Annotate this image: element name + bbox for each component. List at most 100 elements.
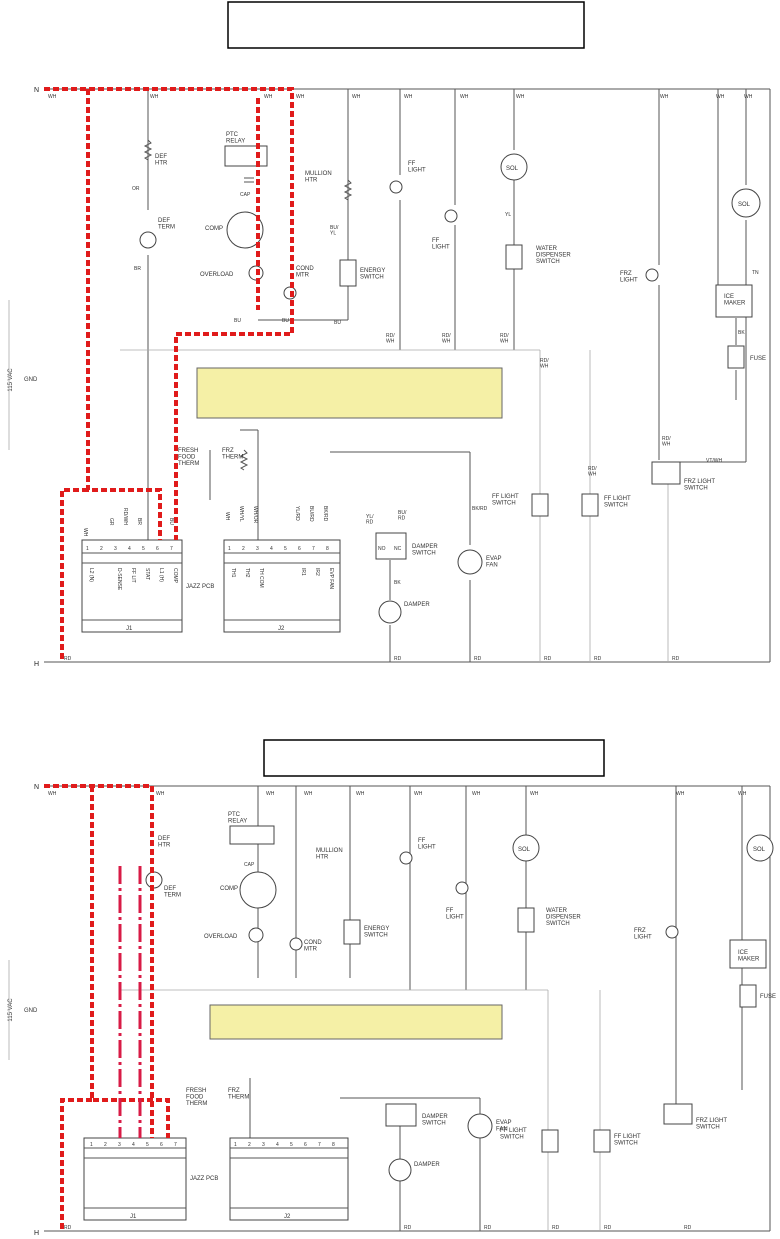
jazz-pcb-label-2: JAZZ PCB	[190, 1176, 218, 1182]
svg-text:L1 (H): L1 (H)	[158, 568, 164, 582]
svg-text:BU/RD: BU/RD	[308, 506, 314, 522]
svg-text:RD: RD	[544, 656, 552, 662]
sol-1: SOL	[500, 153, 528, 181]
svg-text:RD: RD	[404, 1225, 412, 1231]
svg-text:WH: WH	[156, 791, 165, 797]
svg-text:WH: WH	[224, 512, 230, 521]
svg-text:SOL: SOL	[506, 166, 519, 172]
svg-text:TH COM: TH COM	[258, 568, 264, 588]
h-label: H	[34, 661, 39, 668]
svg-text:1: 1	[90, 1142, 93, 1148]
svg-text:STAT: STAT	[144, 568, 150, 580]
svg-text:D-SENSE: D-SENSE	[116, 568, 122, 591]
top-wire-labels: WH WH WH WH WH WH WH WH WH WH WH	[48, 94, 753, 100]
damper: DAMPER BK	[378, 580, 430, 624]
svg-text:YL/RD: YL/RD	[366, 514, 374, 526]
svg-text:FF LIT: FF LIT	[130, 568, 136, 583]
svg-text:TH2: TH2	[244, 568, 250, 578]
cap: CAP	[240, 177, 254, 198]
j2-wires: WH WH/YL WH/OR YL/RD BU/RD BK/RD	[224, 506, 328, 524]
svg-text:FUSE: FUSE	[760, 994, 776, 1000]
svg-text:DAMPER: DAMPER	[404, 602, 430, 608]
svg-text:WH: WH	[530, 791, 539, 797]
svg-text:4: 4	[276, 1142, 279, 1148]
diagram-2-highlight-path	[44, 784, 170, 1231]
svg-text:RD/WH: RD/WH	[588, 466, 597, 478]
svg-text:J1: J1	[130, 1214, 137, 1220]
svg-text:BK: BK	[738, 330, 745, 336]
diagram-1: N H GND 115 VAC WH WH WH WH WH WH WH WH …	[8, 1, 771, 668]
svg-text:FUSE: FUSE	[750, 356, 766, 362]
j2-pins: 1 2 3 4 5 6 7 8	[228, 546, 329, 552]
svg-text:2: 2	[248, 1142, 251, 1148]
damper-2: DAMPER	[388, 1158, 440, 1182]
bottom-wire-labels-2: RD RD RD RD RD RD	[64, 1225, 692, 1231]
j1-functions: L2 (N) D-SENSE FF LIT STAT L1 (H) COMP	[88, 568, 178, 591]
svg-text:BK/RD: BK/RD	[322, 506, 328, 522]
connector-j1-2: J1 1 2 3 4 5 6 7	[83, 1137, 187, 1221]
svg-text:WH: WH	[296, 94, 305, 100]
svg-text:WH: WH	[404, 94, 413, 100]
svg-text:YL: YL	[505, 212, 511, 218]
svg-text:5: 5	[290, 1142, 293, 1148]
svg-text:CAP: CAP	[240, 192, 251, 198]
svg-text:CAP: CAP	[244, 862, 255, 868]
svg-text:WH: WH	[150, 94, 159, 100]
svg-text:RD: RD	[672, 656, 680, 662]
svg-text:WH: WH	[744, 94, 753, 100]
diagram-2-note-box	[209, 1004, 503, 1040]
svg-text:COMP: COMP	[205, 226, 223, 232]
svg-text:IR1: IR1	[300, 568, 306, 576]
svg-text:J2: J2	[278, 626, 285, 632]
svg-text:WH: WH	[414, 791, 423, 797]
svg-text:COMP: COMP	[220, 886, 238, 892]
diagram-2-title-box	[263, 739, 605, 777]
svg-text:OVERLOAD: OVERLOAD	[200, 272, 234, 278]
svg-text:2: 2	[100, 546, 103, 552]
svg-text:6: 6	[160, 1142, 163, 1148]
svg-text:3: 3	[118, 1142, 121, 1148]
connector-j2: J2 1 2 3 4 5 6 7 8 TH1 TH2 TH COM IR1 IR…	[223, 506, 341, 633]
svg-text:2: 2	[104, 1142, 107, 1148]
rd-wh-labels: RD/WH RD/WH RD/WH BU BU BU	[234, 318, 509, 345]
voltage-label-2: 115 VAC	[8, 998, 14, 1022]
svg-text:WH: WH	[264, 94, 273, 100]
svg-text:WH: WH	[352, 94, 361, 100]
diagram-1-note-box	[196, 367, 503, 419]
svg-text:DAMPER: DAMPER	[414, 1162, 440, 1168]
n-label: N	[34, 87, 39, 94]
compressor: COMP	[205, 211, 264, 249]
svg-text:WH: WH	[304, 791, 313, 797]
svg-text:GR: GR	[108, 518, 114, 526]
svg-text:OVERLOAD: OVERLOAD	[204, 934, 238, 940]
connector-j2-2: J2 1 2 3 4 5 6 7 8	[229, 1137, 349, 1221]
svg-text:NC: NC	[394, 546, 402, 552]
svg-text:RD/WH: RD/WH	[442, 333, 451, 345]
